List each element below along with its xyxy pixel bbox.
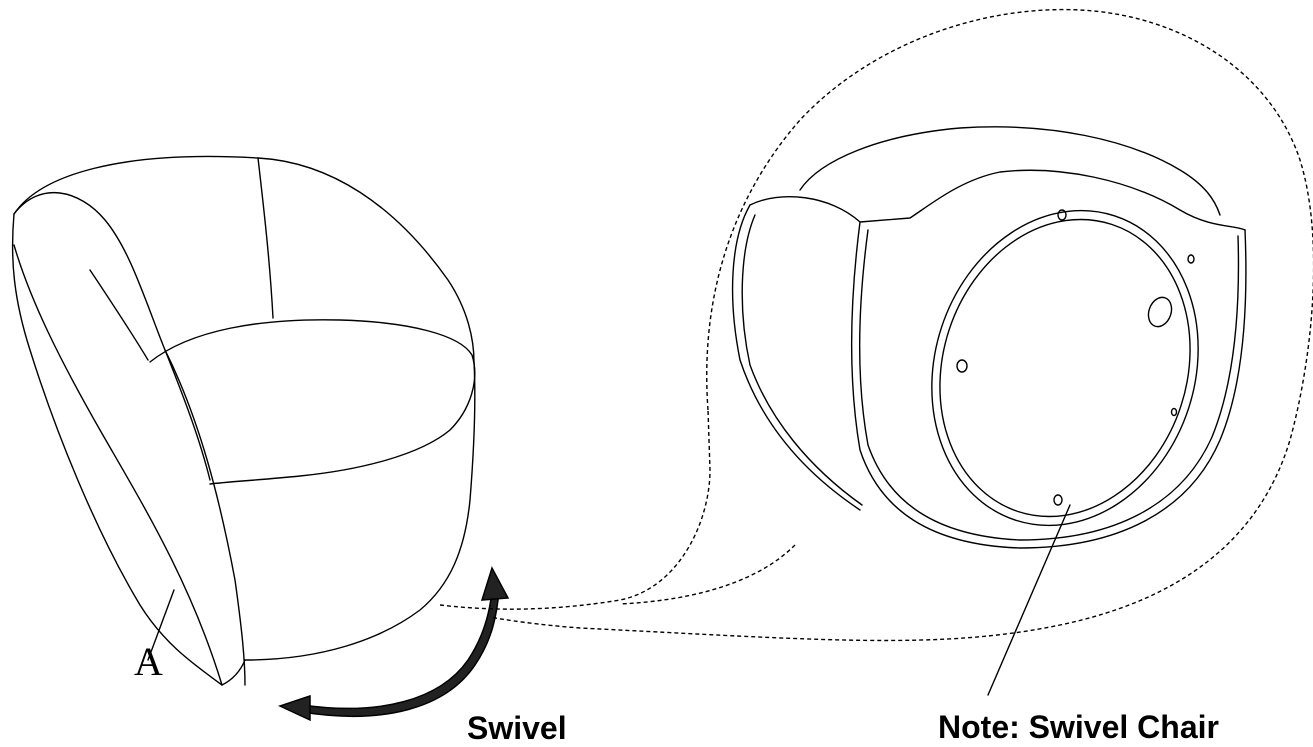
swivel-label: Swivel: [467, 710, 567, 746]
chair-arm-front: [13, 244, 223, 686]
note-label: Note: Swivel Chair: [938, 709, 1219, 745]
part-a-leader: [147, 589, 175, 661]
detail-callout-join: [619, 544, 796, 605]
swivel-arrow-head-top: [480, 566, 510, 601]
mount-hole-top: [1057, 209, 1067, 221]
chair-front-view: A: [11, 155, 476, 686]
mount-hole-bottom: [1053, 494, 1063, 506]
center-hole: [1147, 296, 1173, 328]
chair-left-arm-outer: [11, 213, 223, 686]
bottom-view-left-inner: [741, 214, 863, 506]
detail-callout-outline: [489, 8, 1313, 642]
mount-hole-left: [956, 359, 968, 373]
chair-base-front: [244, 361, 476, 661]
mount-hole-right-top: [1187, 254, 1195, 264]
mount-hole-right: [1170, 407, 1178, 417]
swivel-arrow-head-bottom: [277, 694, 311, 722]
chair-left-arm-fold: [89, 269, 149, 361]
note-leader: [987, 504, 1071, 696]
bottom-view-back-top: [799, 126, 1221, 216]
chair-arm-front-edge: [164, 349, 246, 686]
swivel-arrow: Swivel: [277, 566, 567, 746]
swivel-plate-inner: [939, 218, 1191, 518]
bottom-view-left-side: [731, 204, 861, 511]
bottom-view-base-inner: [859, 229, 1240, 541]
detail-callout-tail: [439, 409, 711, 610]
part-a-label: A: [134, 639, 163, 684]
chair-back-seam: [257, 157, 274, 319]
chair-bottom-view: Note: Swivel Chair: [731, 126, 1247, 745]
chair-seat-cushion: [149, 319, 476, 485]
swivel-plate-outer: [931, 209, 1199, 527]
chair-base-bottom: [221, 659, 246, 686]
bottom-view-back-rim: [749, 169, 1246, 231]
chair-backrest-rim: [13, 155, 475, 363]
detail-callout: [439, 8, 1313, 642]
bottom-view-base-outer: [851, 221, 1247, 549]
swivel-arrow-body: [301, 589, 500, 717]
chair-left-arm-top: [13, 191, 211, 481]
